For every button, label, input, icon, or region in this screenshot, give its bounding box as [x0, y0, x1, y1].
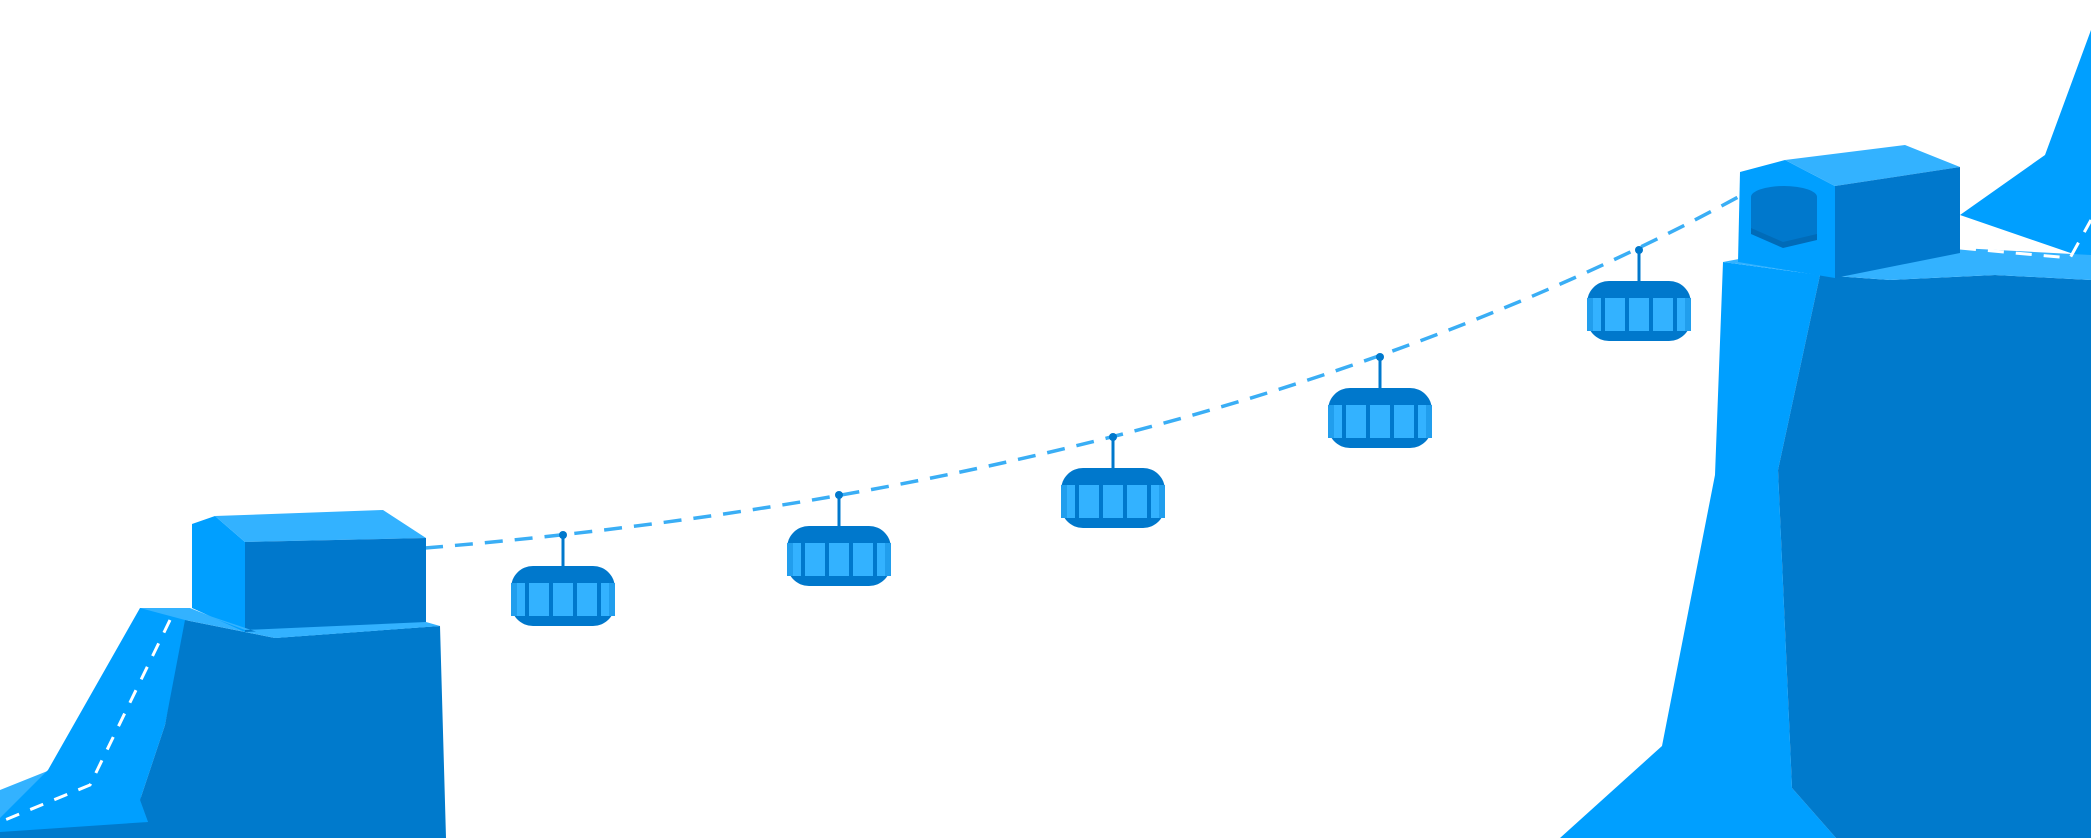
gondola-icon: [1061, 433, 1165, 528]
cable-line: [424, 166, 1791, 550]
left-cliff-icon: [0, 608, 446, 838]
right-cliff-icon: [1560, 30, 2091, 838]
gondola-icon: [787, 491, 891, 586]
gondola-icon: [1587, 246, 1691, 341]
gondola-icon: [1328, 353, 1432, 448]
gondola-icon: [511, 531, 615, 626]
right-station-icon: [1738, 145, 1960, 278]
gondola-group: [511, 246, 1691, 626]
left-station-icon: [192, 510, 440, 638]
